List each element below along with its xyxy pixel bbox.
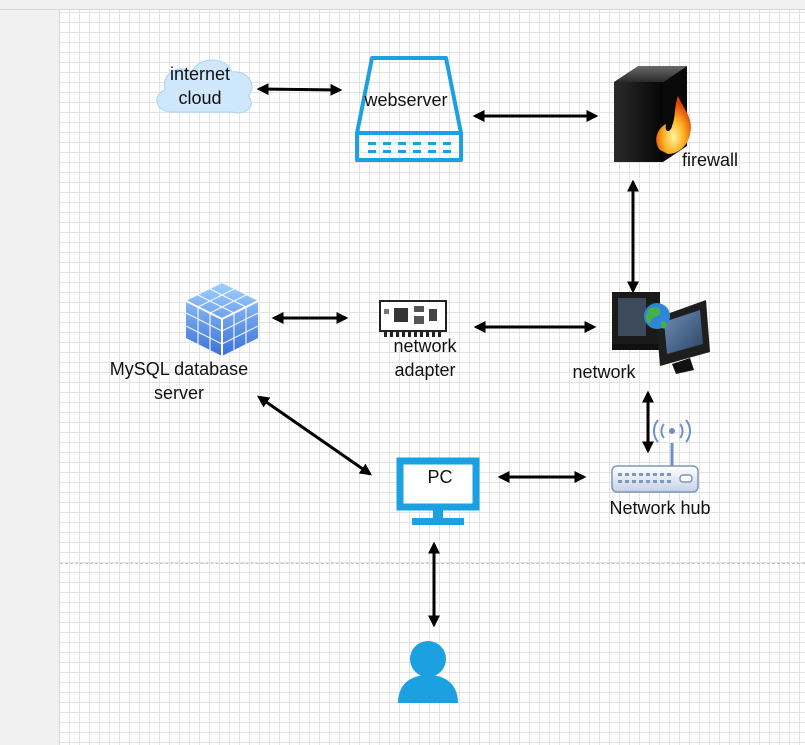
internet-cloud-label: internet cloud — [169, 64, 231, 108]
pc-label: PC — [427, 467, 453, 487]
mysql-label: MySQL database server — [109, 359, 249, 403]
top-edge — [0, 0, 805, 10]
edge-mysql-pc[interactable] — [257, 395, 372, 476]
network-computers-icon[interactable] — [612, 292, 710, 374]
webserver-label: webserver — [364, 90, 448, 110]
router-icon[interactable] — [611, 419, 699, 493]
monitor-icon[interactable] — [396, 457, 480, 525]
network-label: network — [572, 362, 636, 382]
database-cube-icon[interactable] — [185, 283, 259, 356]
network-hub-label: Network hub — [609, 498, 711, 518]
firewall-icon[interactable] — [614, 66, 691, 162]
firewall-label: firewall — [681, 150, 738, 170]
cloud-icon[interactable] — [156, 59, 253, 114]
edge-cloud-webserver[interactable] — [256, 83, 343, 96]
network-card-icon[interactable] — [379, 300, 447, 337]
server-icon[interactable] — [355, 56, 463, 162]
network-adapter-label: network adapter — [393, 336, 457, 380]
left-gutter — [0, 0, 60, 745]
user-icon[interactable] — [398, 641, 458, 703]
